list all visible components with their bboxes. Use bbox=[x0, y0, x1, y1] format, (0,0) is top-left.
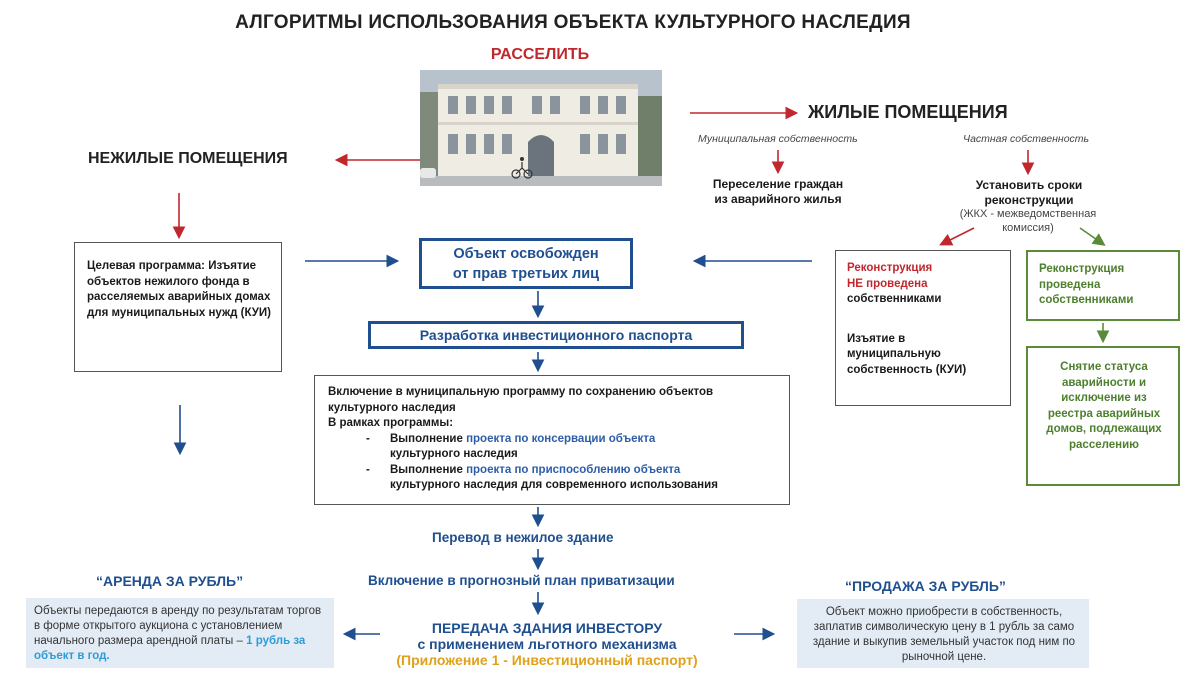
inclusion-item-dash: - bbox=[366, 463, 370, 476]
reconstruction-done-box: Реконструкция проведена собственниками bbox=[1026, 250, 1180, 321]
appendix-note: (Приложение 1 - Инвестиционный паспорт) bbox=[396, 652, 698, 668]
status-removal-text: Снятие статуса аварийности и исключение … bbox=[1046, 361, 1162, 451]
recon-done-text: Реконструкция проведена собственниками bbox=[1039, 263, 1134, 306]
investor-transfer-line2: с применением льготного механизма bbox=[417, 636, 677, 652]
commission-note: (ЖКХ - межведомственная комиссия) bbox=[959, 208, 1097, 234]
nonliving-premises-heading: НЕЖИЛЫЕ ПОМЕЩЕНИЯ bbox=[88, 150, 288, 167]
sale-title: “ПРОДАЖА ЗА РУБЛЬ” bbox=[845, 578, 1006, 594]
resettle-citizens-text: Переселение граждан из аварийного жилья bbox=[712, 177, 844, 206]
investor-transfer-step: ПЕРЕДАЧА ЗДАНИЯ ИНВЕСТОРУ с применением … bbox=[368, 620, 726, 668]
investor-transfer-line1: ПЕРЕДАЧА ЗДАНИЯ ИНВЕСТОРУ bbox=[431, 620, 663, 636]
inclusion-item-rest: культурного наследия для современного ис… bbox=[390, 479, 718, 491]
object-freed-line2: от прав третьих лиц bbox=[452, 266, 600, 282]
inclusion-item-project: проекта по приспособлению объекта bbox=[466, 463, 681, 476]
resettle-label: РАССЕЛИТЬ bbox=[490, 46, 590, 63]
privatization-step: Включение в прогнозный план приватизации bbox=[368, 573, 675, 588]
private-ownership-label: Частная собственность bbox=[963, 133, 1090, 145]
building-image bbox=[420, 70, 662, 186]
inclusion-item-dash: - bbox=[366, 432, 370, 445]
object-freed-box: Объект освобожден от прав третьих лиц bbox=[419, 238, 633, 289]
rent-highlight: 1 рубль за объект в год. bbox=[34, 635, 306, 662]
inclusion-item-rest: культурного наследия bbox=[390, 448, 518, 460]
recon-not-line2: НЕ проведена bbox=[847, 277, 928, 290]
seizure-text: Изъятие в муниципальную собственность (К… bbox=[847, 332, 967, 376]
arrow-to-recon-done bbox=[1079, 227, 1106, 246]
inclusion-item: - Выполнение проекта по приспособлению о… bbox=[328, 463, 779, 494]
rent-panel: Объекты передаются в аренду по результат… bbox=[26, 598, 334, 668]
inclusion-item-prefix: Выполнение bbox=[390, 463, 467, 476]
investment-passport-box: Разработка инвестиционного паспорта bbox=[368, 321, 744, 349]
recon-not-owners: собственниками bbox=[847, 293, 942, 305]
transfer-nonresidential-step: Перевод в нежилое здание bbox=[432, 530, 614, 545]
inclusion-within: В рамках программы: bbox=[328, 417, 454, 429]
living-premises-heading: ЖИЛЫЕ ПОМЕЩЕНИЯ bbox=[808, 102, 1008, 122]
sale-text: Объект можно приобрести в собственность,… bbox=[812, 606, 1076, 663]
arrow-to-recon-not bbox=[939, 227, 975, 246]
municipal-ownership-label: Муниципальная собственность bbox=[698, 133, 858, 145]
page-title: АЛГОРИТМЫ ИСПОЛЬЗОВАНИЯ ОБЪЕКТА КУЛЬТУРН… bbox=[235, 12, 911, 33]
set-deadlines-text: Установить сроки реконструкции bbox=[975, 178, 1083, 207]
inclusion-heading: Включение в муниципальную программу по с… bbox=[328, 386, 714, 414]
recon-not-line1: Реконструкция bbox=[847, 262, 933, 274]
object-freed-line1: Объект освобожден bbox=[453, 246, 599, 262]
rent-text: Объекты передаются в аренду по результат… bbox=[34, 605, 322, 647]
target-program-text: Целевая программа: Изъятие объектов нежи… bbox=[87, 260, 272, 319]
reconstruction-not-done-box: Реконструкция НЕ проведена собственникам… bbox=[835, 250, 1011, 406]
inclusion-item: - Выполнение проекта по консервации объе… bbox=[328, 432, 779, 463]
rent-title: “АРЕНДА ЗА РУБЛЬ” bbox=[96, 573, 244, 589]
investment-passport-text: Разработка инвестиционного паспорта bbox=[419, 327, 693, 343]
sale-panel: Объект можно приобрести в собственность,… bbox=[797, 599, 1089, 668]
inclusion-program-box: Включение в муниципальную программу по с… bbox=[314, 375, 790, 505]
inclusion-item-project: проекта по консервации объекта bbox=[466, 432, 656, 445]
target-program-box: Целевая программа: Изъятие объектов нежи… bbox=[74, 242, 282, 372]
inclusion-item-prefix: Выполнение bbox=[390, 432, 467, 445]
status-removal-box: Снятие статуса аварийности и исключение … bbox=[1026, 346, 1180, 486]
